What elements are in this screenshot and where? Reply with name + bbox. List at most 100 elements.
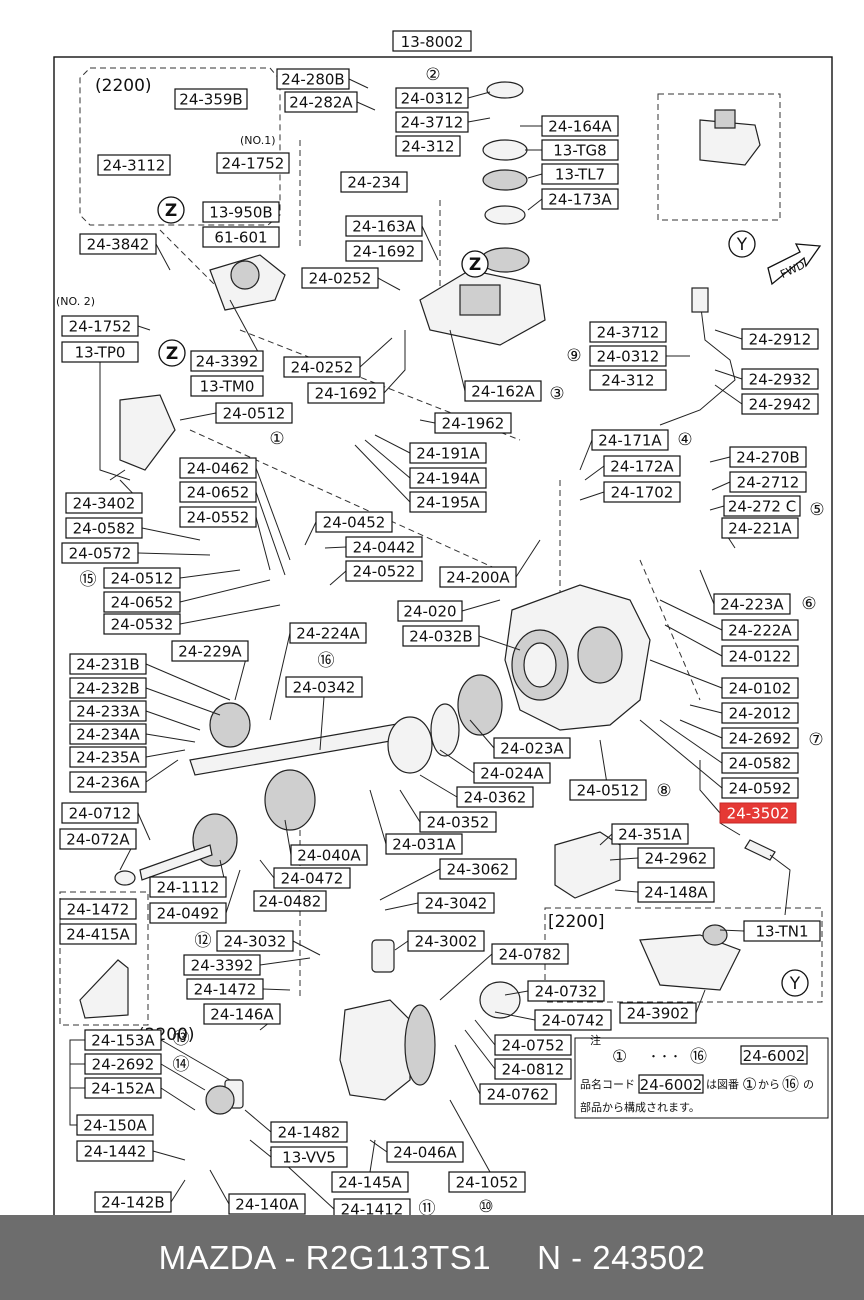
part-label-24-312a: 24-312: [395, 135, 461, 157]
title-box: [392, 30, 472, 52]
svg-text:24-1472: 24-1472: [67, 901, 130, 919]
part-label-13-TM0: 13-TM0: [190, 375, 264, 397]
diagram-title: 13-8002: [401, 33, 464, 51]
svg-text:24-200A: 24-200A: [446, 569, 510, 587]
part-label-24-0652b: 24-0652: [103, 591, 181, 613]
part-label-24-0122: 24-0122: [721, 645, 799, 667]
guide-line: [639, 559, 701, 701]
part-label-24-191A: 24-191A: [409, 442, 487, 464]
footer-bar: MAZDA - R2G113TS1 N - 243502: [0, 1215, 864, 1300]
region-2200-right-label: [2200]: [548, 912, 605, 932]
part-label-24-415A: 24-415A: [59, 923, 137, 945]
svg-text:24-1472: 24-1472: [194, 981, 257, 999]
svg-text:13-TL7: 13-TL7: [555, 166, 605, 184]
part-label-24-0572: 24-0572: [61, 542, 139, 564]
circle-number-2: ②: [425, 65, 440, 85]
svg-text:24-0522: 24-0522: [353, 563, 416, 581]
part-label-24-0652a: 24-0652: [179, 481, 257, 503]
part-label-24-221A: 24-221A: [721, 517, 799, 539]
svg-text:24-1412: 24-1412: [341, 1201, 404, 1216]
part-label-24-200A: 24-200A: [439, 566, 517, 588]
part-label-24-0732: 24-0732: [527, 980, 605, 1002]
part-label-24-2712: 24-2712: [729, 471, 807, 493]
svg-text:24-282A: 24-282A: [289, 94, 353, 112]
part-label-24-163A: 24-163A: [345, 215, 423, 237]
part-label-24-0712: 24-0712: [61, 802, 139, 824]
region-y-top: [657, 93, 781, 221]
svg-text:Y: Y: [789, 974, 801, 994]
part-label-24-194A: 24-194A: [409, 467, 487, 489]
svg-text:24-0762: 24-0762: [487, 1086, 550, 1104]
part-label-24-3712a: 24-3712: [395, 111, 469, 133]
svg-text:24-3032: 24-3032: [224, 933, 287, 951]
part-label-24-072A: 24-072A: [59, 828, 137, 850]
part-label-61-601: 61-601: [202, 226, 280, 248]
circle-number-16: ⑯: [318, 651, 335, 671]
throttle-bracket: [209, 254, 286, 311]
pump-body: [504, 584, 651, 731]
part-label-24-148A: 24-148A: [637, 881, 715, 903]
region-2200-right: [544, 907, 823, 1003]
part-label-24-0352: 24-0352: [419, 811, 497, 833]
svg-text:24-415A: 24-415A: [66, 926, 130, 944]
svg-text:24-140A: 24-140A: [235, 1196, 299, 1214]
note-range-start: ①: [612, 1047, 627, 1067]
part-label-24-351A: 24-351A: [611, 823, 689, 845]
part-label-24-3062: 24-3062: [439, 858, 517, 880]
part-label-24-3032: 24-3032: [216, 930, 294, 952]
part-label-24-1702: 24-1702: [603, 481, 681, 503]
svg-text:24-0452: 24-0452: [323, 514, 386, 532]
part-label-24-2012: 24-2012: [721, 702, 799, 724]
part-label-24-2942: 24-2942: [741, 393, 819, 415]
svg-text:13-TN1: 13-TN1: [755, 923, 808, 941]
svg-text:24-0592: 24-0592: [729, 780, 792, 798]
part-label-24-3002: 24-3002: [407, 930, 485, 952]
svg-text:24-221A: 24-221A: [728, 520, 792, 538]
region-2200-label: (2200): [95, 76, 152, 96]
svg-text:24-3392: 24-3392: [196, 353, 259, 371]
part-label-24-0742: 24-0742: [534, 1009, 612, 1031]
part-label-13-TN1: 13-TN1: [743, 920, 821, 942]
note-line2-mid: は図番: [706, 1078, 739, 1091]
svg-text:24-233A: 24-233A: [76, 703, 140, 721]
part-label-13-TP0: 13-TP0: [61, 341, 139, 363]
svg-text:24-1482: 24-1482: [278, 1124, 341, 1142]
part-label-13-950B: 13-950B: [202, 201, 280, 223]
part-label-24-0102: 24-0102: [721, 677, 799, 699]
part-label-24-0442: 24-0442: [345, 536, 423, 558]
note-box: 注 ① ・・・ ⑯ 24-6002 品名コード 24-6002 は図番 ① から…: [574, 1033, 829, 1119]
part-label-24-1752b: 24-1752: [61, 315, 139, 337]
part-label-24-0342: 24-0342: [285, 676, 363, 698]
part-label-24-1752a: 24-1752: [216, 152, 290, 174]
svg-text:24-0712: 24-0712: [69, 805, 132, 823]
svg-text:24-150A: 24-150A: [83, 1117, 147, 1135]
part-label-24-0312b: 24-0312: [589, 345, 667, 367]
part-label-24-232B: 24-232B: [69, 677, 147, 699]
svg-text:24-270B: 24-270B: [736, 449, 799, 467]
z-marker-3: Z: [158, 339, 186, 367]
part-label-24-0452: 24-0452: [315, 511, 393, 533]
part-label-24-0812: 24-0812: [494, 1058, 572, 1080]
part-label-24-171A: 24-171A: [591, 429, 669, 451]
svg-text:24-0752: 24-0752: [502, 1037, 565, 1055]
part-label-24-150A: 24-150A: [76, 1114, 154, 1136]
part-label-24-234A: 24-234A: [69, 723, 147, 745]
part-label-24-272C: 24-272 C: [723, 495, 801, 517]
part-label-24-0512a: 24-0512: [215, 402, 293, 424]
svg-text:24-145A: 24-145A: [338, 1174, 402, 1192]
part-label-24-0252a: 24-0252: [301, 267, 379, 289]
svg-text:24-020: 24-020: [403, 603, 456, 621]
no1-label: (NO.1): [240, 134, 276, 147]
svg-text:24-272 C: 24-272 C: [728, 498, 796, 516]
lever-assembly: [109, 394, 176, 481]
note-range-dots: ・・・: [648, 1050, 681, 1063]
svg-text:24-0442: 24-0442: [353, 539, 416, 557]
note-line2-b: ⑯: [782, 1075, 799, 1095]
part-label-24-0512c: 24-0512: [569, 779, 647, 801]
part-label-24-0782: 24-0782: [491, 943, 569, 965]
drive-shaft: [189, 674, 503, 831]
part-label-24-3392a: 24-3392: [190, 350, 264, 372]
feed-pump-gear: [114, 813, 238, 886]
part-label-24-1692b: 24-1692: [307, 382, 385, 404]
svg-text:24-2912: 24-2912: [749, 331, 812, 349]
